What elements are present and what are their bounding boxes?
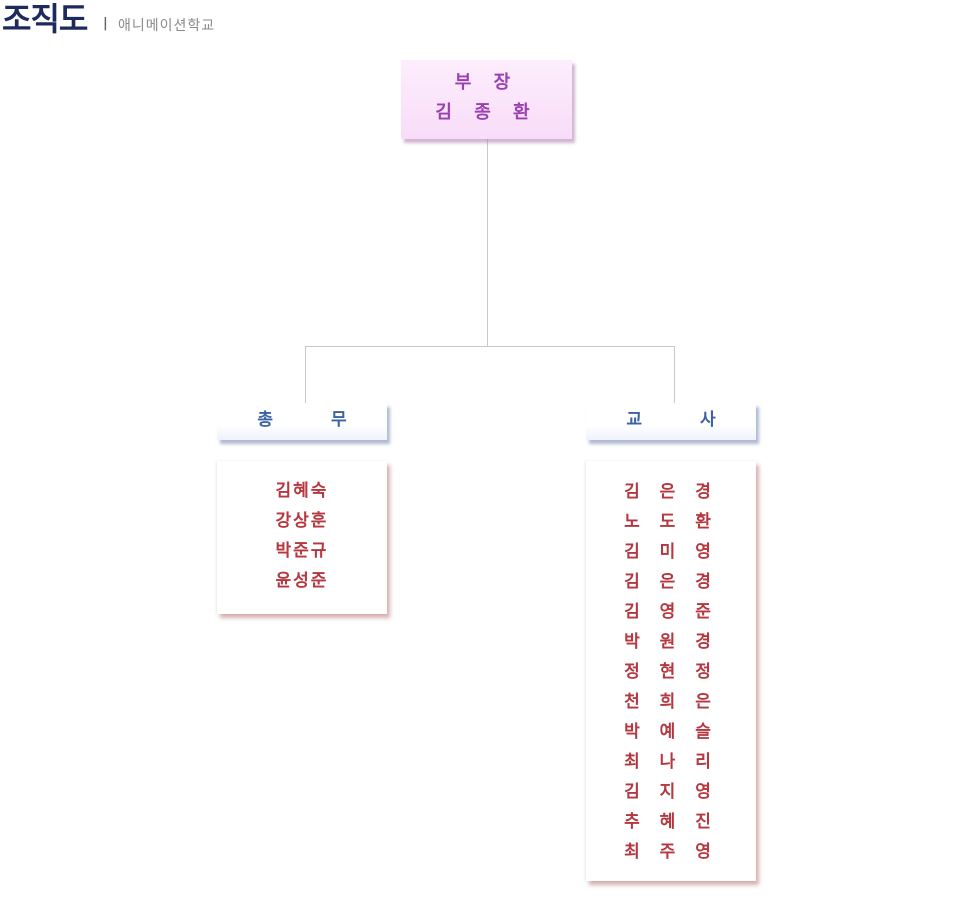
member-name: 추 혜 진 [624, 812, 718, 832]
member-name: 노 도 환 [624, 512, 718, 532]
dept-label: 총 무 [257, 410, 373, 430]
member-name: 김 영 준 [624, 602, 718, 622]
member-name: 박준규 [275, 541, 329, 561]
member-name: 박 예 슬 [624, 722, 718, 742]
dept-node-teachers: 교 사 [586, 403, 756, 440]
title-separator: | [103, 16, 108, 31]
member-list-teachers: 김 은 경 노 도 환 김 미 영 김 은 경 김 영 준 박 원 경 정 현 … [586, 461, 756, 881]
head-name: 김 종 환 [435, 102, 538, 123]
member-name: 최 나 리 [624, 752, 718, 772]
dept-label: 교 사 [626, 410, 742, 430]
member-name: 김 은 경 [624, 482, 718, 502]
member-name: 정 현 정 [624, 662, 718, 682]
connector-vertical-main [487, 139, 488, 347]
member-list-general-affairs: 김혜숙 강상훈 박준규 윤성준 [217, 461, 387, 614]
member-name: 김 지 영 [624, 782, 718, 802]
member-name: 천 희 은 [624, 692, 718, 712]
member-name: 김혜숙 [275, 481, 329, 501]
page-title: 조직도 [2, 0, 88, 38]
member-name: 윤성준 [275, 571, 329, 591]
head-role: 부 장 [454, 72, 519, 93]
member-name: 김 미 영 [624, 542, 718, 562]
member-name: 박 원 경 [624, 632, 718, 652]
head-node: 부 장 김 종 환 [401, 60, 572, 139]
page-subtitle: 애니메이션학교 [118, 18, 216, 34]
member-name: 김 은 경 [624, 572, 718, 592]
connector-vertical-right [674, 346, 675, 403]
member-name: 최 주 영 [624, 842, 718, 862]
member-name: 강상훈 [275, 511, 329, 531]
dept-node-general-affairs: 총 무 [217, 403, 387, 440]
connector-vertical-left [305, 346, 306, 403]
connector-horizontal [305, 346, 675, 347]
